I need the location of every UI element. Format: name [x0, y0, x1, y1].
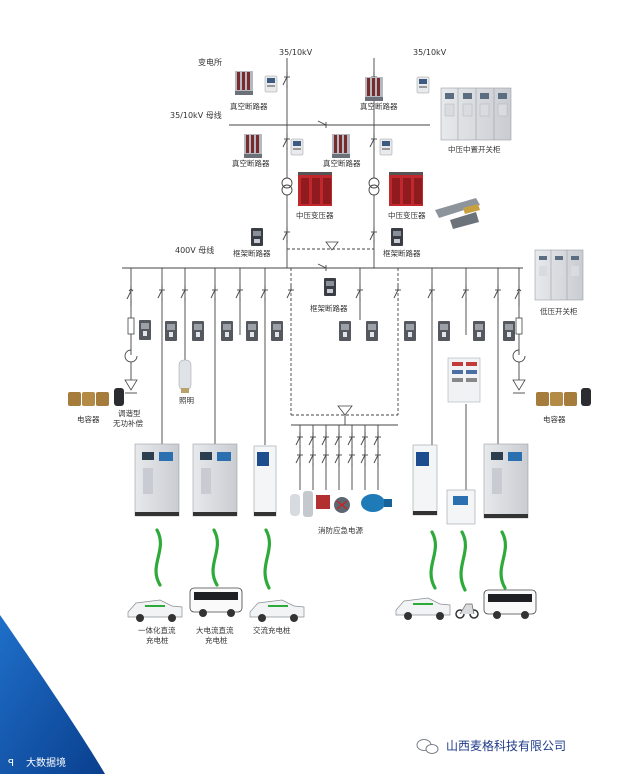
protection-relay-top-left [264, 75, 278, 93]
mv-transformer-image-left [298, 172, 332, 206]
dc-charger-high-current [192, 443, 238, 517]
mv-transformer-label-right: 中压变压器 [388, 210, 426, 220]
air-circuit-breaker-right [391, 228, 403, 246]
mv-switchgear-label: 中压中置开关柜 [448, 144, 501, 154]
charging-cables [154, 528, 508, 592]
lv-feeders [126, 268, 523, 415]
voltage-label-right: 35/10kV [413, 48, 447, 57]
lv-switchgear-label: 低压开关柜 [540, 306, 578, 316]
bus-400v-label: 400V 母线 [175, 245, 214, 255]
lv-switch-right [369, 226, 378, 244]
company-watermark: 山西麦格科技有限公司 [446, 738, 566, 753]
control-cabinet-image [447, 357, 481, 403]
acb-label-right: 框架断路器 [383, 248, 421, 258]
vacuum-breaker-mid-right [332, 134, 350, 158]
substation-label: 变电所 [198, 57, 222, 67]
vcb-label-mid-left: 真空断路器 [232, 158, 270, 168]
vcb-label-top-right: 真空断路器 [360, 101, 398, 111]
fire-emergency-loads [290, 491, 392, 517]
capacitor-label-right: 电容器 [543, 414, 566, 424]
svc-compensation-left [124, 349, 138, 394]
decorative-blue-arc [0, 615, 105, 774]
vcb-label-mid-right: 真空断路器 [323, 158, 361, 168]
fire-emergency-bus [291, 405, 398, 490]
acb-label-tie: 框架断路器 [310, 303, 348, 313]
voltage-label-left: 35/10kV [279, 48, 313, 57]
vacuum-breaker-top-right [365, 77, 383, 101]
electric-car-1 [127, 599, 183, 622]
mv-transformer-label-left: 中压变压器 [296, 210, 334, 220]
charger-ac-label: 交流充电桩 [253, 625, 291, 635]
lv-switchgear-panel [534, 249, 584, 301]
lighting-label: 照明 [179, 396, 194, 405]
svc-label-line2: 无功补偿 [113, 418, 143, 428]
protection-relay-mid-left [290, 138, 304, 156]
transformer-symbol-left [281, 177, 293, 196]
vacuum-breaker-mid-left [244, 134, 262, 158]
capacitor-label-left: 电容器 [77, 414, 100, 424]
electric-car-2 [249, 599, 305, 622]
protection-relay-mid-right [379, 138, 393, 156]
wall-charger [446, 489, 476, 525]
busway-image [435, 198, 480, 229]
electric-car-3 [395, 597, 451, 620]
mv-switch-right [369, 133, 378, 151]
mv-switch-left [282, 133, 291, 151]
mv-transformer-image-right [389, 172, 423, 206]
incoming-switch-left [282, 71, 291, 89]
electric-bus-2 [483, 589, 537, 619]
ac-charger-pillar-right [412, 444, 438, 516]
air-circuit-breaker-tie [324, 278, 336, 296]
charger-integrated-label-1: 一体化直流 [138, 625, 176, 635]
acb-label-left: 框架断路器 [233, 248, 271, 258]
wechat-icon [416, 739, 439, 754]
ac-charger-pillar [253, 445, 277, 517]
brand-logo-icon: ꟼ [8, 758, 14, 769]
transformer-symbol-right [368, 177, 380, 196]
electric-bus-1 [189, 587, 243, 617]
fire-power-label: 消防应急电源 [318, 525, 363, 535]
svc-label-line1: 调谐型 [118, 408, 141, 418]
dc-charger-right [483, 443, 529, 519]
capacitor-image-right [536, 388, 591, 406]
mv-switchgear-panel [440, 87, 512, 141]
electric-scooter [455, 603, 479, 619]
charger-integrated-label-2: 充电桩 [146, 635, 169, 645]
lighting-lamp-image [178, 359, 192, 393]
charger-highcurrent-label-1: 大电流直流 [196, 625, 234, 635]
vacuum-breaker-top-left [235, 71, 253, 95]
charger-highcurrent-label-2: 充电桩 [205, 635, 228, 645]
lv-switch-left [282, 226, 291, 244]
brand-watermark: 大数据境 [26, 756, 66, 769]
interlock-triangle-upper [325, 241, 339, 251]
svc-compensation-right [512, 349, 526, 394]
protection-relay-top-right [416, 76, 430, 94]
bus-35kv-label: 35/10kV 母线 [170, 110, 222, 120]
vcb-label-top-left: 真空断路器 [230, 101, 268, 111]
capacitor-image-left [68, 388, 124, 406]
dc-charger-integrated [134, 443, 180, 517]
air-circuit-breaker-left [251, 228, 263, 246]
